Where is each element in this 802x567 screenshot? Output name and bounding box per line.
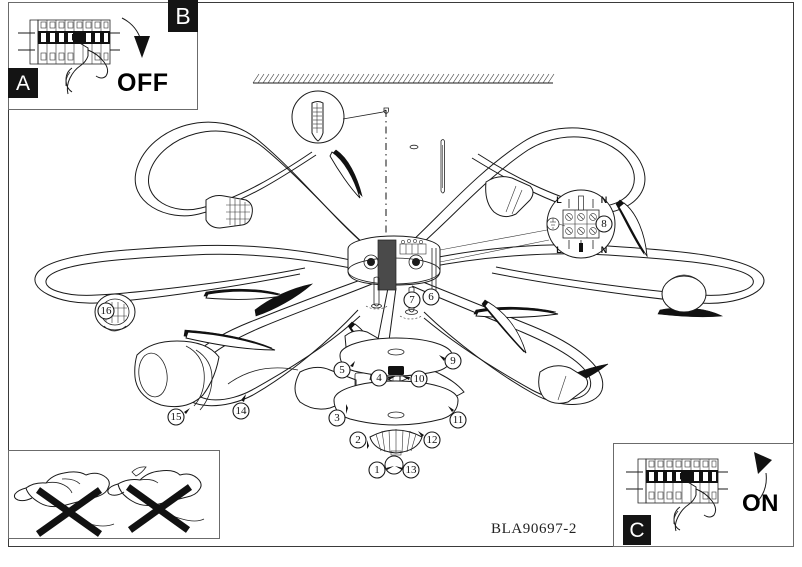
wall-plug-detail [291,90,387,144]
svg-text:8: 8 [601,218,607,230]
svg-text:7: 7 [409,294,415,306]
callout-2: 2 [349,431,369,449]
svg-text:6: 6 [428,291,434,303]
svg-text:12: 12 [427,434,438,446]
callout-5: 5 [333,361,355,379]
callout-4: 4 [370,369,396,387]
svg-text:3: 3 [334,412,340,424]
svg-text:15: 15 [171,411,183,423]
exploded-shade-plates [333,337,459,475]
callout-16: 16 [97,302,115,320]
callout-1: 1 [368,461,394,479]
panel-c-breaker-on [613,443,794,547]
terminal-block-detail: L N L N [439,189,616,263]
callout-12: 12 [418,431,441,449]
callout-9: 9 [439,352,462,370]
panel-a-badge: A [8,68,38,98]
earth-symbol [546,217,566,231]
warning-panel [8,450,220,539]
svg-text:9: 9 [450,355,456,367]
off-label: OFF [117,69,169,97]
svg-text:16: 16 [101,305,113,317]
ceiling-hatching [252,73,555,84]
callout-7: 7 [403,291,421,309]
callout-3: 3 [328,404,348,427]
callout-8: 8 [595,215,613,233]
panel-b-badge: B [168,0,198,32]
terminal-label-L-bottom: L [556,245,562,255]
svg-text:5: 5 [339,364,345,376]
panel-a-breaker-off [8,2,198,110]
svg-text:10: 10 [414,373,426,385]
svg-text:2: 2 [355,434,361,446]
svg-text:11: 11 [453,414,464,426]
page-border [8,2,794,547]
part-code-label: BLA90697-2 [491,521,577,537]
svg-text:13: 13 [406,464,418,476]
callout-10: 10 [402,370,428,388]
terminal-label-N-bottom: N [601,245,608,255]
panel-c-badge: C [623,515,651,545]
terminal-label-L-top: L [556,195,562,205]
svg-text:14: 14 [236,405,248,417]
callout-15: 15 [167,408,190,426]
svg-text:1: 1 [374,464,380,476]
center-axis [383,107,445,250]
callout-markers: 1 2 3 4 5 6 7 8 9 10 11 12 13 14 15 16 [97,215,613,479]
callout-6: 6 [422,288,440,306]
svg-text:4: 4 [376,372,382,384]
central-mounting-body [347,235,441,320]
callout-14: 14 [232,394,250,420]
terminal-label-N-top: N [601,195,608,205]
callout-11: 11 [448,406,467,429]
on-label: ON [742,490,779,517]
callout-13: 13 [395,461,420,479]
